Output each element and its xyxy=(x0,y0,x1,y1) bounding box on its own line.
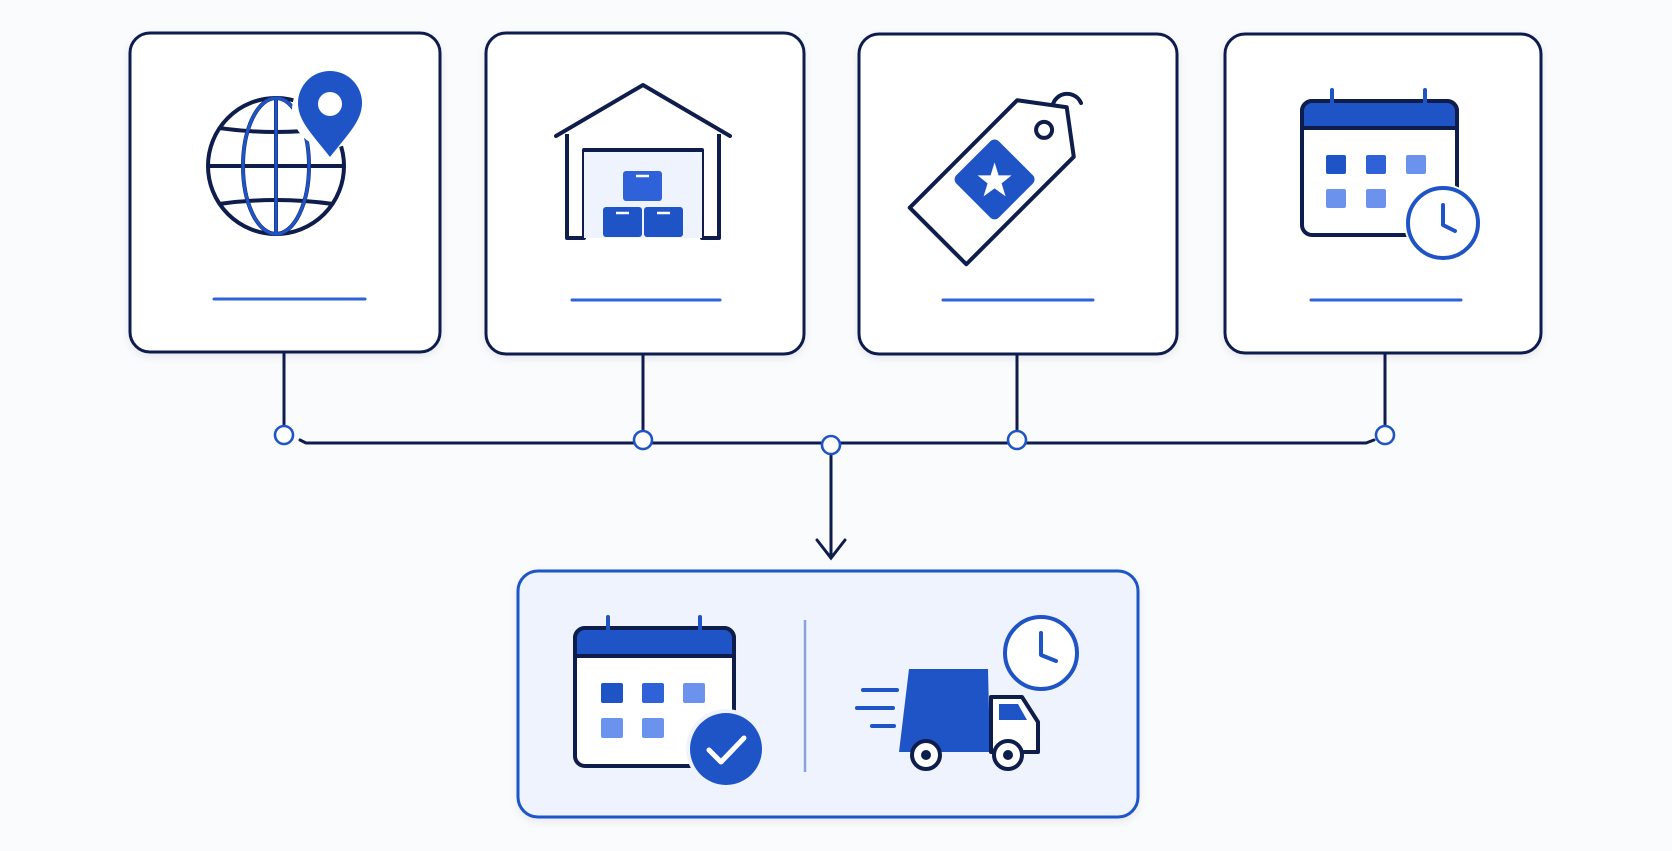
warehouse-boxes-icon xyxy=(554,83,732,240)
globe-location-pin-icon xyxy=(206,71,368,236)
card-frame xyxy=(128,31,442,354)
connector-node-1 xyxy=(273,424,295,446)
delivery-truck-clock-icon xyxy=(855,614,1080,771)
output-card xyxy=(516,569,1140,819)
connector-node-3 xyxy=(1006,429,1028,451)
input-card-warehouse xyxy=(484,31,806,356)
input-card-order-time xyxy=(1223,32,1543,355)
arrow-head-icon xyxy=(815,538,847,561)
connector-node-2 xyxy=(632,429,654,451)
connector-node-center xyxy=(820,434,842,456)
connector-lines xyxy=(282,350,1387,561)
calendar-clock-icon xyxy=(1300,88,1482,262)
calendar-check-icon xyxy=(573,615,766,789)
connector-nodes xyxy=(273,424,1396,456)
input-card-product xyxy=(857,32,1179,356)
connector-node-4 xyxy=(1374,424,1396,446)
price-tag-star-icon xyxy=(907,91,1083,267)
input-card-region xyxy=(128,31,442,354)
